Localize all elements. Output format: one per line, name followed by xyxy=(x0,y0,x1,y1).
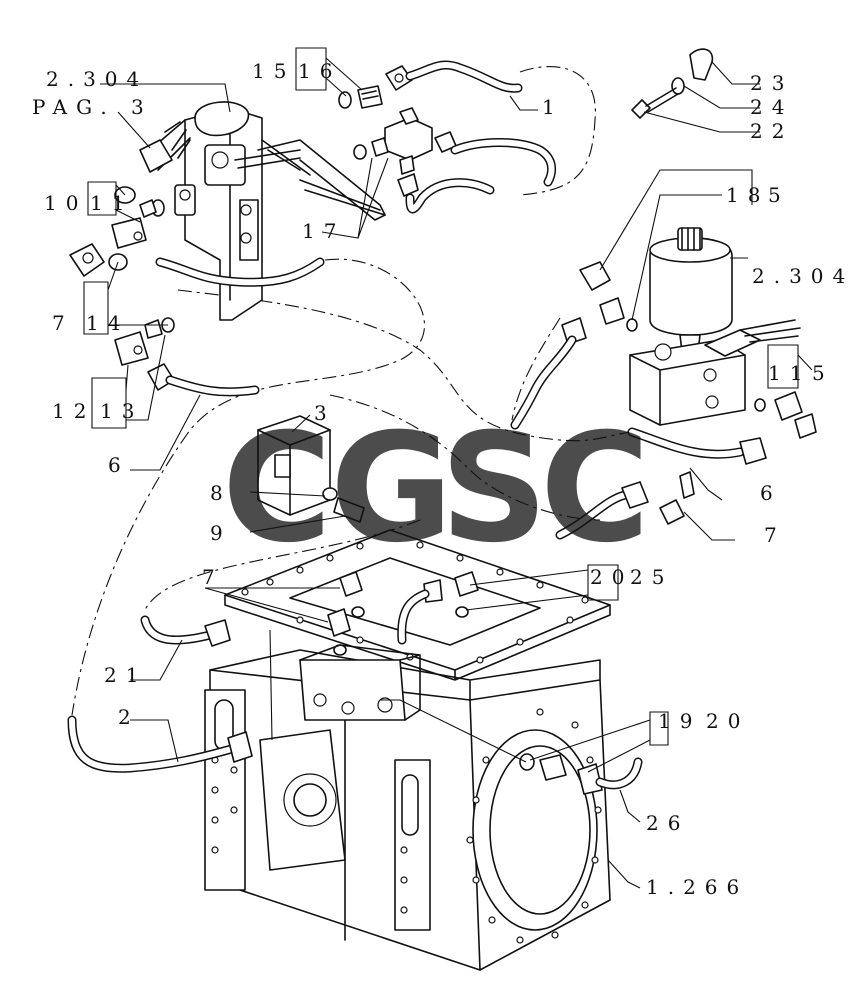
label-13: 13 xyxy=(100,399,143,423)
elbow-fittings-left xyxy=(69,186,175,391)
label-2-304-right: 2.304 xyxy=(752,264,854,288)
label-3: 3 xyxy=(314,401,336,425)
bracket-3 xyxy=(257,415,365,523)
label-5: 5 xyxy=(768,183,790,207)
bolt-clip-22-23-24 xyxy=(631,48,714,119)
label-18: 18 xyxy=(726,183,769,207)
label-1-266: 1.266 xyxy=(646,875,748,899)
label-11-right: 11 xyxy=(768,361,811,385)
label-7-mid: 7 xyxy=(202,565,224,589)
label-7-right: 7 xyxy=(764,523,786,547)
watermark-letter-4: C xyxy=(540,402,650,576)
label-1: 1 xyxy=(542,95,564,119)
label-pag-3: PAG. 3 xyxy=(32,95,153,119)
label-21: 21 xyxy=(104,663,147,687)
accumulator-2-304 xyxy=(629,227,801,426)
watermark-logo: C G S C xyxy=(222,402,650,576)
right-fittings xyxy=(561,261,817,439)
label-14: 14 xyxy=(86,311,129,335)
label-26: 26 xyxy=(646,811,689,835)
label-15: 15 xyxy=(252,59,295,83)
label-5-right: 5 xyxy=(812,361,834,385)
label-7-left: 7 xyxy=(52,311,74,335)
fittings-19-20 xyxy=(519,753,603,795)
watermark-letter-1: C xyxy=(222,402,332,576)
label-16: 16 xyxy=(298,59,341,83)
transmission-housing-1-266 xyxy=(204,644,611,971)
watermark-letter-3: S xyxy=(440,402,548,576)
label-6-left: 6 xyxy=(108,453,130,477)
label-24: 24 xyxy=(750,95,793,119)
label-20-low: 20 xyxy=(706,709,749,733)
label-22: 22 xyxy=(750,119,793,143)
control-valve-assembly xyxy=(139,101,386,321)
cover-fittings xyxy=(327,571,479,656)
label-20: 20 xyxy=(590,565,633,589)
fitting-15-16 xyxy=(338,65,413,109)
label-8: 8 xyxy=(210,481,232,505)
label-6-right: 6 xyxy=(760,481,782,505)
watermark-letter-2: G xyxy=(330,402,453,576)
label-19: 19 xyxy=(658,709,701,733)
label-25: 25 xyxy=(630,565,673,589)
label-12: 12 xyxy=(52,399,95,423)
label-9: 9 xyxy=(210,521,232,545)
leader-lines xyxy=(83,47,813,889)
label-23: 23 xyxy=(750,71,793,95)
label-17: 17 xyxy=(302,219,345,243)
label-11: 11 xyxy=(90,191,133,215)
housing-bolt-holes xyxy=(211,708,602,944)
label-10: 10 xyxy=(44,191,87,215)
routing-lines xyxy=(71,66,641,716)
tee-fitting-17 xyxy=(353,107,457,197)
label-2-304-top: 2.304 xyxy=(46,67,148,91)
label-2: 2 xyxy=(118,705,140,729)
callout-labels: 2.304 PAG. 3 15 16 1 23 24 22 10 11 17 1… xyxy=(32,59,854,899)
